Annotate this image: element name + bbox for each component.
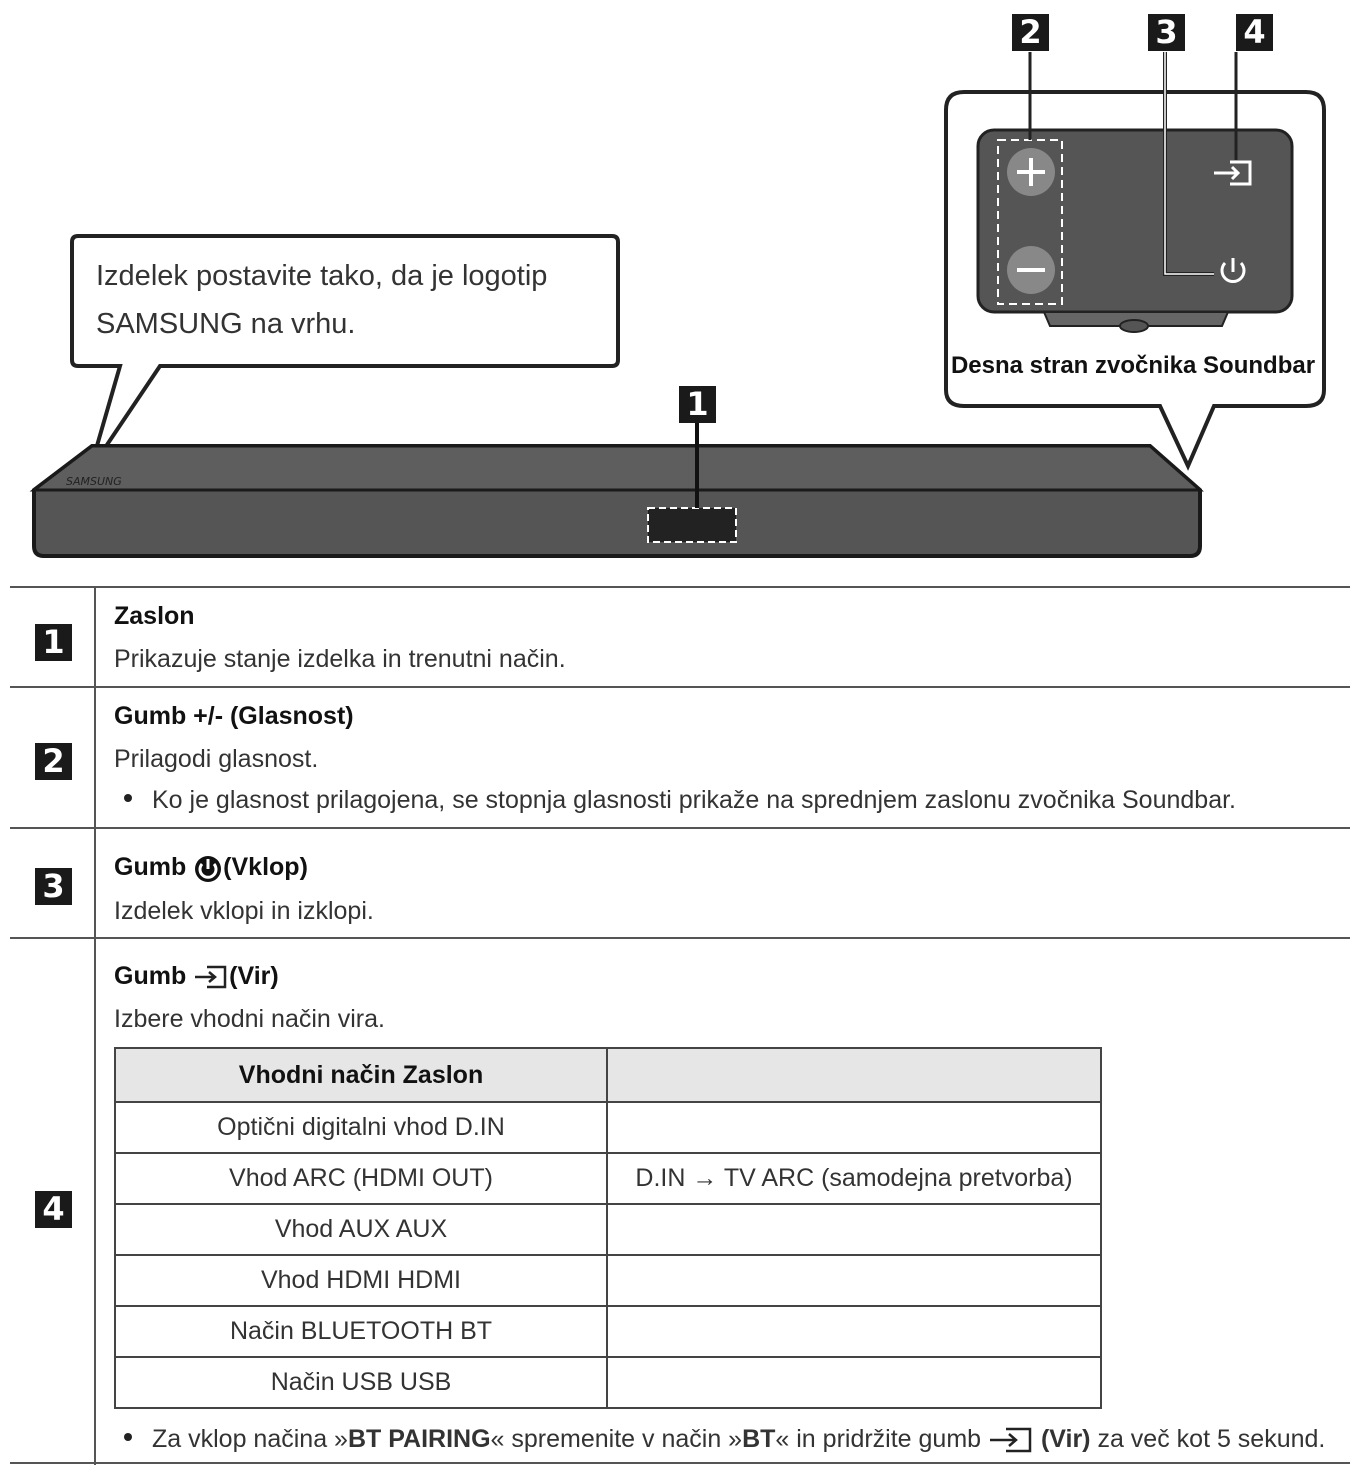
- badge-4: 4: [1236, 14, 1273, 51]
- title-source-prefix: Gumb: [114, 962, 187, 990]
- table-cell: Vhod ARC (HDMI OUT): [114, 1152, 608, 1205]
- item-number-1: 1: [35, 624, 72, 661]
- table-row: Vhod HDMI HDMI: [114, 1254, 1102, 1307]
- power-icon: [1220, 258, 1246, 283]
- divider: [10, 1462, 1350, 1464]
- item-title-display: Zaslon: [114, 602, 195, 630]
- bullet-dot: [124, 794, 132, 803]
- table-cell: [606, 1356, 1102, 1409]
- table-header: [606, 1047, 1102, 1103]
- power-icon: [195, 856, 222, 883]
- soundbar-illustration: SAMSUNG: [29, 52, 1326, 558]
- callout-text: Izdelek postavite tako, da je logotip SA…: [96, 260, 548, 340]
- samsung-logo: SAMSUNG: [66, 475, 122, 488]
- item-desc-display: Prikazuje stanje izdelka in trenutni nač…: [114, 645, 566, 673]
- badge-3: 3: [1148, 14, 1185, 51]
- soundbar-diagram: SAMSUNG Izdelek postavite tako, da je lo…: [0, 0, 1353, 585]
- source-icon: [195, 966, 227, 989]
- item-number-3: 3: [35, 868, 72, 905]
- side-panel-label: Desna stran zvočnika Soundbar: [950, 352, 1316, 379]
- table-cell: [606, 1203, 1102, 1256]
- table-header-row: Vhodni način Zaslon: [114, 1047, 1102, 1103]
- table-row: Način USB USB: [114, 1356, 1102, 1409]
- bullet-volume: Ko je glasnost prilagojena, se stopnja g…: [124, 786, 1236, 815]
- table-cell: Vhod AUX AUX: [114, 1203, 608, 1256]
- table-row: Optični digitalni vhod D.IN: [114, 1101, 1102, 1154]
- item-desc-volume: Prilagodi glasnost.: [114, 745, 319, 773]
- bt-text-1: Za vklop načina »: [152, 1425, 348, 1453]
- item-desc-power: Izdelek vklopi in izklopi.: [114, 897, 374, 925]
- table-cell: Način USB USB: [114, 1356, 608, 1409]
- table-cell: D.IN → TV ARC (samodejna pretvorba): [606, 1152, 1102, 1205]
- divider: [10, 586, 1350, 588]
- table-cell: Način BLUETOOTH BT: [114, 1305, 608, 1358]
- callout-bubble: [70, 234, 620, 472]
- bullet-dot: [124, 1433, 132, 1442]
- item-number-4: 4: [35, 1191, 72, 1228]
- badge-1: 1: [679, 386, 716, 423]
- title-source-suffix: (Vir): [229, 962, 279, 990]
- table-cell: Vhod HDMI HDMI: [114, 1254, 608, 1307]
- input-modes-table: Vhodni način Zaslon Optični digitalni vh…: [114, 1047, 1102, 1409]
- bt-text-2: « spremenite v način »: [490, 1425, 743, 1453]
- bt-text-4: za več kot 5 sekund.: [1090, 1425, 1326, 1453]
- source-icon: [1214, 160, 1252, 186]
- divider: [10, 686, 1350, 688]
- column-divider: [94, 587, 96, 1465]
- source-icon: [990, 1428, 1032, 1453]
- table-row: Vhod AUX AUX: [114, 1203, 1102, 1256]
- table-cell: Optični digitalni vhod D.IN: [114, 1101, 608, 1154]
- table-header: Vhodni način Zaslon: [114, 1047, 608, 1103]
- item-desc-source: Izbere vhodni način vira.: [114, 1005, 385, 1033]
- item-title-power: Gumb (Vklop): [114, 853, 308, 883]
- bt-text-bold-3: (Vir): [1034, 1425, 1091, 1453]
- bt-text-bold-2: BT: [742, 1425, 776, 1453]
- item-title-source: Gumb (Vir): [114, 962, 279, 991]
- table-row: Vhod ARC (HDMI OUT) D.IN → TV ARC (samod…: [114, 1152, 1102, 1205]
- bt-text-bold-1: BT PAIRING: [347, 1425, 491, 1453]
- title-power-suffix: (Vklop): [223, 853, 308, 881]
- bullet-volume-text: Ko je glasnost prilagojena, se stopnja g…: [152, 786, 1236, 814]
- divider: [10, 827, 1350, 829]
- divider: [10, 937, 1350, 939]
- item-title-volume: Gumb +/- (Glasnost): [114, 702, 354, 730]
- table-cell: [606, 1101, 1102, 1154]
- table-cell: [606, 1305, 1102, 1358]
- bullet-bt-pairing: Za vklop načina »BT PAIRING« spremenite …: [124, 1425, 1325, 1454]
- badge-2: 2: [1012, 14, 1049, 51]
- table-row: Način BLUETOOTH BT: [114, 1305, 1102, 1358]
- front-display: [647, 507, 737, 543]
- item-number-2: 2: [35, 743, 72, 780]
- title-power-prefix: Gumb: [114, 853, 187, 881]
- bt-text-3: « in pridržite gumb: [775, 1425, 982, 1453]
- table-cell: [606, 1254, 1102, 1307]
